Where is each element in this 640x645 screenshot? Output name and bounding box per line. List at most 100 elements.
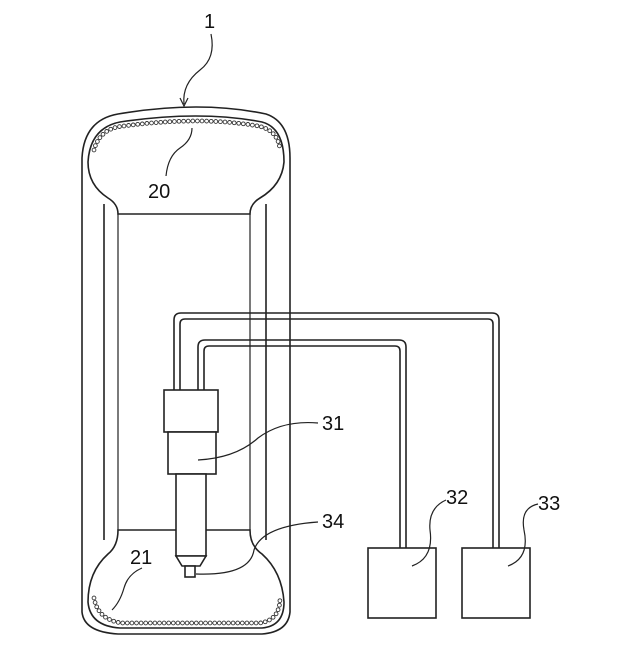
bead <box>268 129 272 133</box>
bead <box>127 124 131 128</box>
bead <box>196 119 200 123</box>
bead <box>113 126 117 130</box>
bead <box>231 621 235 625</box>
bead <box>98 136 102 140</box>
bead <box>259 621 263 625</box>
bead <box>150 121 154 125</box>
bead <box>245 621 249 625</box>
bead <box>240 621 244 625</box>
bead <box>168 120 172 124</box>
bead <box>194 621 198 625</box>
bead <box>130 621 134 625</box>
bead <box>250 621 254 625</box>
bead <box>274 135 278 139</box>
bead <box>260 125 264 129</box>
leader-21 <box>112 568 142 610</box>
bead <box>254 621 258 625</box>
bead <box>158 621 162 625</box>
bead <box>278 599 282 603</box>
leader-1 <box>184 34 212 104</box>
bead <box>93 601 97 605</box>
bead <box>139 621 143 625</box>
bead <box>219 120 223 124</box>
bead <box>190 621 194 625</box>
label-31: 31 <box>322 413 344 435</box>
bead <box>131 123 135 127</box>
bead <box>223 120 227 124</box>
bead <box>217 621 221 625</box>
bead <box>236 621 240 625</box>
bead <box>251 123 255 127</box>
bead <box>246 123 250 127</box>
bead <box>145 122 149 126</box>
label-1: 1 <box>204 11 215 33</box>
box-32 <box>368 548 436 618</box>
bead <box>228 121 232 125</box>
upper-bead-row <box>92 119 281 152</box>
bead <box>241 122 245 126</box>
nozzle-tip <box>185 566 195 577</box>
bead <box>271 132 275 136</box>
bead <box>140 122 144 126</box>
bead <box>171 621 175 625</box>
bead <box>163 120 167 124</box>
bead <box>227 621 231 625</box>
bead <box>92 596 96 600</box>
bead <box>181 621 185 625</box>
bead <box>109 127 113 131</box>
bead <box>185 621 189 625</box>
device-upper-block <box>164 390 218 432</box>
bead <box>191 119 195 123</box>
bead <box>167 621 171 625</box>
bead <box>176 621 180 625</box>
bead <box>173 120 177 124</box>
bead <box>271 615 275 619</box>
bead <box>177 119 181 123</box>
bead <box>268 618 272 622</box>
bead <box>214 120 218 124</box>
probe-shaft <box>176 474 206 556</box>
device-lower-block <box>168 432 216 474</box>
bead <box>121 621 125 625</box>
bead <box>125 621 129 625</box>
label-33: 33 <box>538 493 560 515</box>
bead <box>232 121 236 125</box>
bead <box>122 124 126 128</box>
bead <box>92 148 96 152</box>
bead <box>153 621 157 625</box>
bead <box>104 615 108 619</box>
bead <box>162 621 166 625</box>
bead <box>237 121 241 125</box>
bead <box>276 608 280 612</box>
bead <box>144 621 148 625</box>
bead <box>199 621 203 625</box>
bead <box>116 621 120 625</box>
bead <box>105 130 109 134</box>
bead <box>100 612 104 616</box>
bead <box>101 132 105 136</box>
label-32: 32 <box>446 487 468 509</box>
lower-bead-row <box>92 596 282 625</box>
bead <box>278 144 282 148</box>
bead <box>112 619 116 623</box>
bead <box>95 605 99 609</box>
bead <box>255 124 259 128</box>
bead <box>96 140 100 144</box>
inner-tube <box>198 340 406 548</box>
bead <box>200 119 204 123</box>
label-20: 20 <box>148 181 170 203</box>
label-34: 34 <box>322 511 344 533</box>
bead <box>136 122 140 126</box>
leader-20 <box>166 128 192 176</box>
bead <box>209 119 213 123</box>
bead <box>94 144 98 148</box>
bead <box>204 621 208 625</box>
bead <box>276 140 280 144</box>
bead <box>263 620 267 624</box>
bead <box>186 119 190 123</box>
bead <box>208 621 212 625</box>
bead <box>148 621 152 625</box>
bead <box>274 612 278 616</box>
